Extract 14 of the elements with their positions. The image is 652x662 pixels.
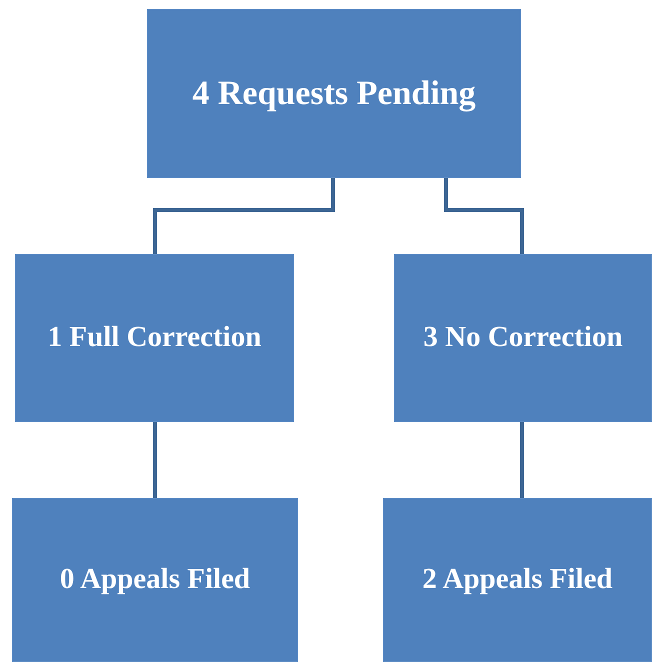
box-label: 4 Requests Pending <box>192 74 476 114</box>
box-label: 1 Full Correction <box>48 321 262 355</box>
connector-line <box>520 422 524 498</box>
org-box <box>12 498 298 662</box>
box-label: 0 Appeals Filed <box>60 563 250 597</box>
org-box <box>383 498 652 662</box>
connector-line <box>153 422 157 498</box>
box-label: 2 Appeals Filed <box>422 563 613 597</box>
box-label: 3 No Correction <box>423 321 623 355</box>
org-box <box>394 254 652 422</box>
org-box <box>15 254 294 422</box>
org-box <box>147 9 521 178</box>
connector-line <box>444 178 524 254</box>
connector-line <box>153 178 335 254</box>
